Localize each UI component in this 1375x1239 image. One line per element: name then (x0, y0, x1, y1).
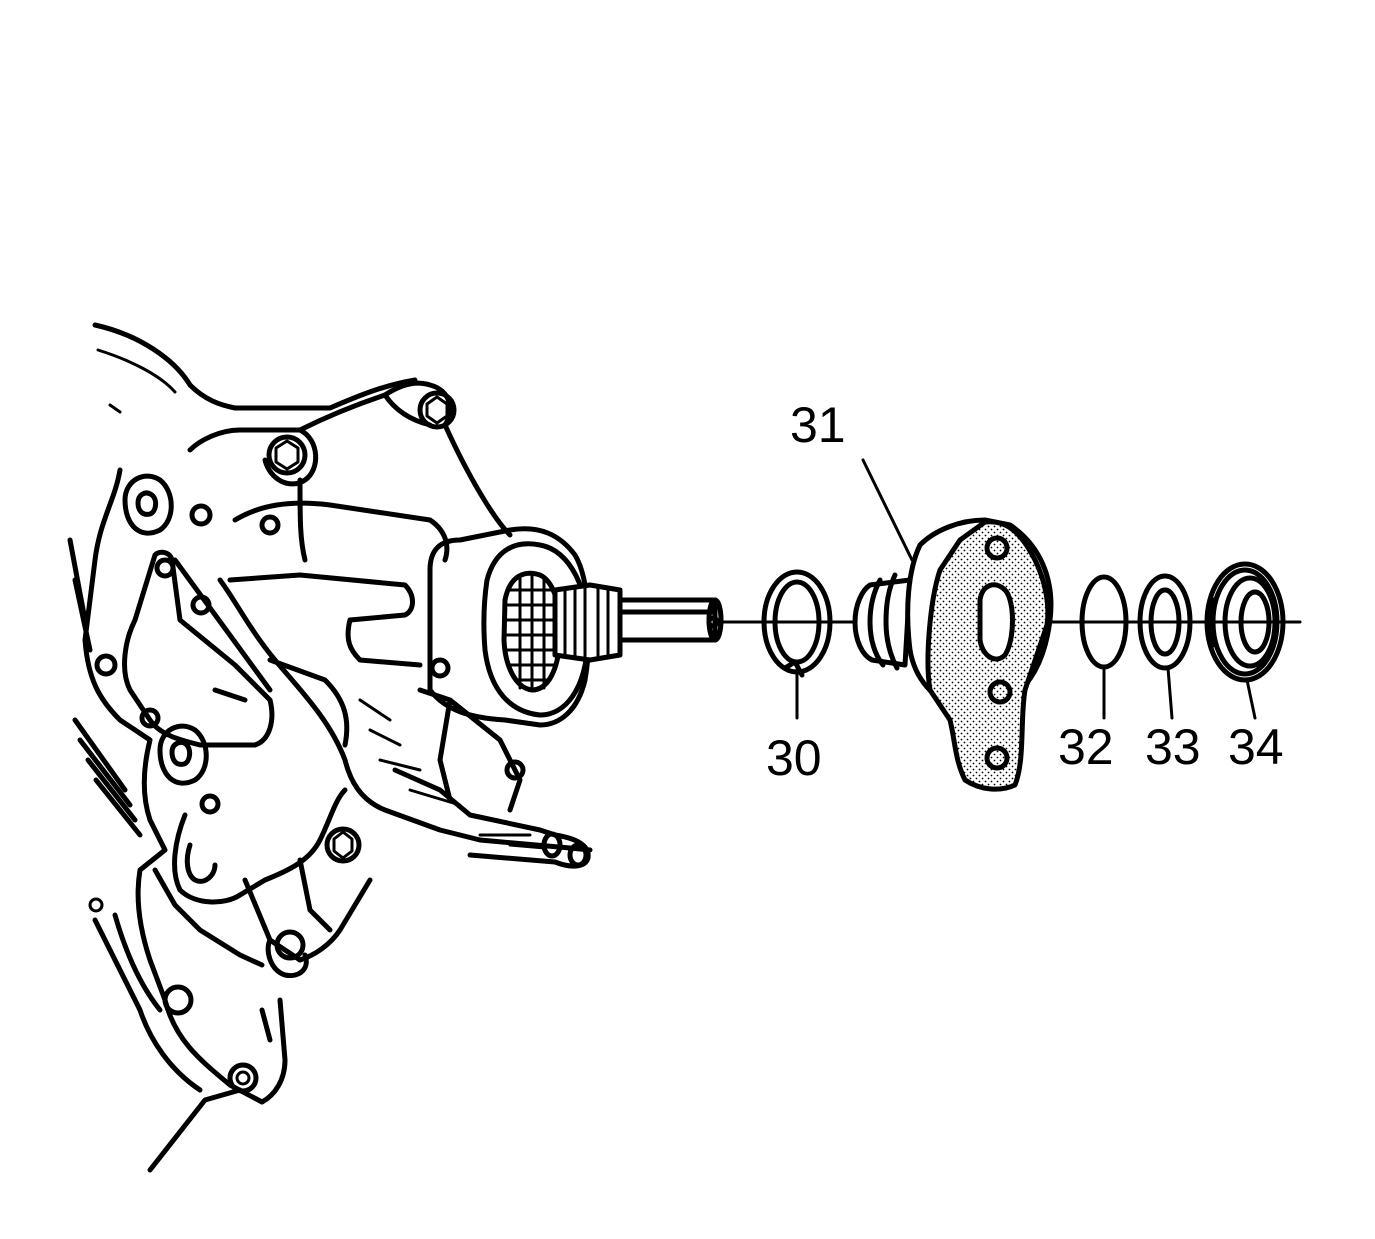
callout-30: 30 (766, 730, 822, 786)
transmission-housing (67, 322, 593, 1173)
callout-31: 31 (790, 397, 846, 453)
callout-34: 34 (1228, 719, 1284, 775)
part-32-o-ring (1079, 574, 1129, 720)
housing-bolts (88, 390, 457, 1094)
output-housing (427, 526, 724, 728)
part-34-seal (1204, 561, 1286, 720)
part-31-retainer (852, 458, 1054, 792)
callout-33: 33 (1145, 719, 1201, 775)
callout-32: 32 (1058, 719, 1114, 775)
part-30-snap-ring (761, 569, 833, 720)
part-33-washer (1137, 573, 1193, 720)
